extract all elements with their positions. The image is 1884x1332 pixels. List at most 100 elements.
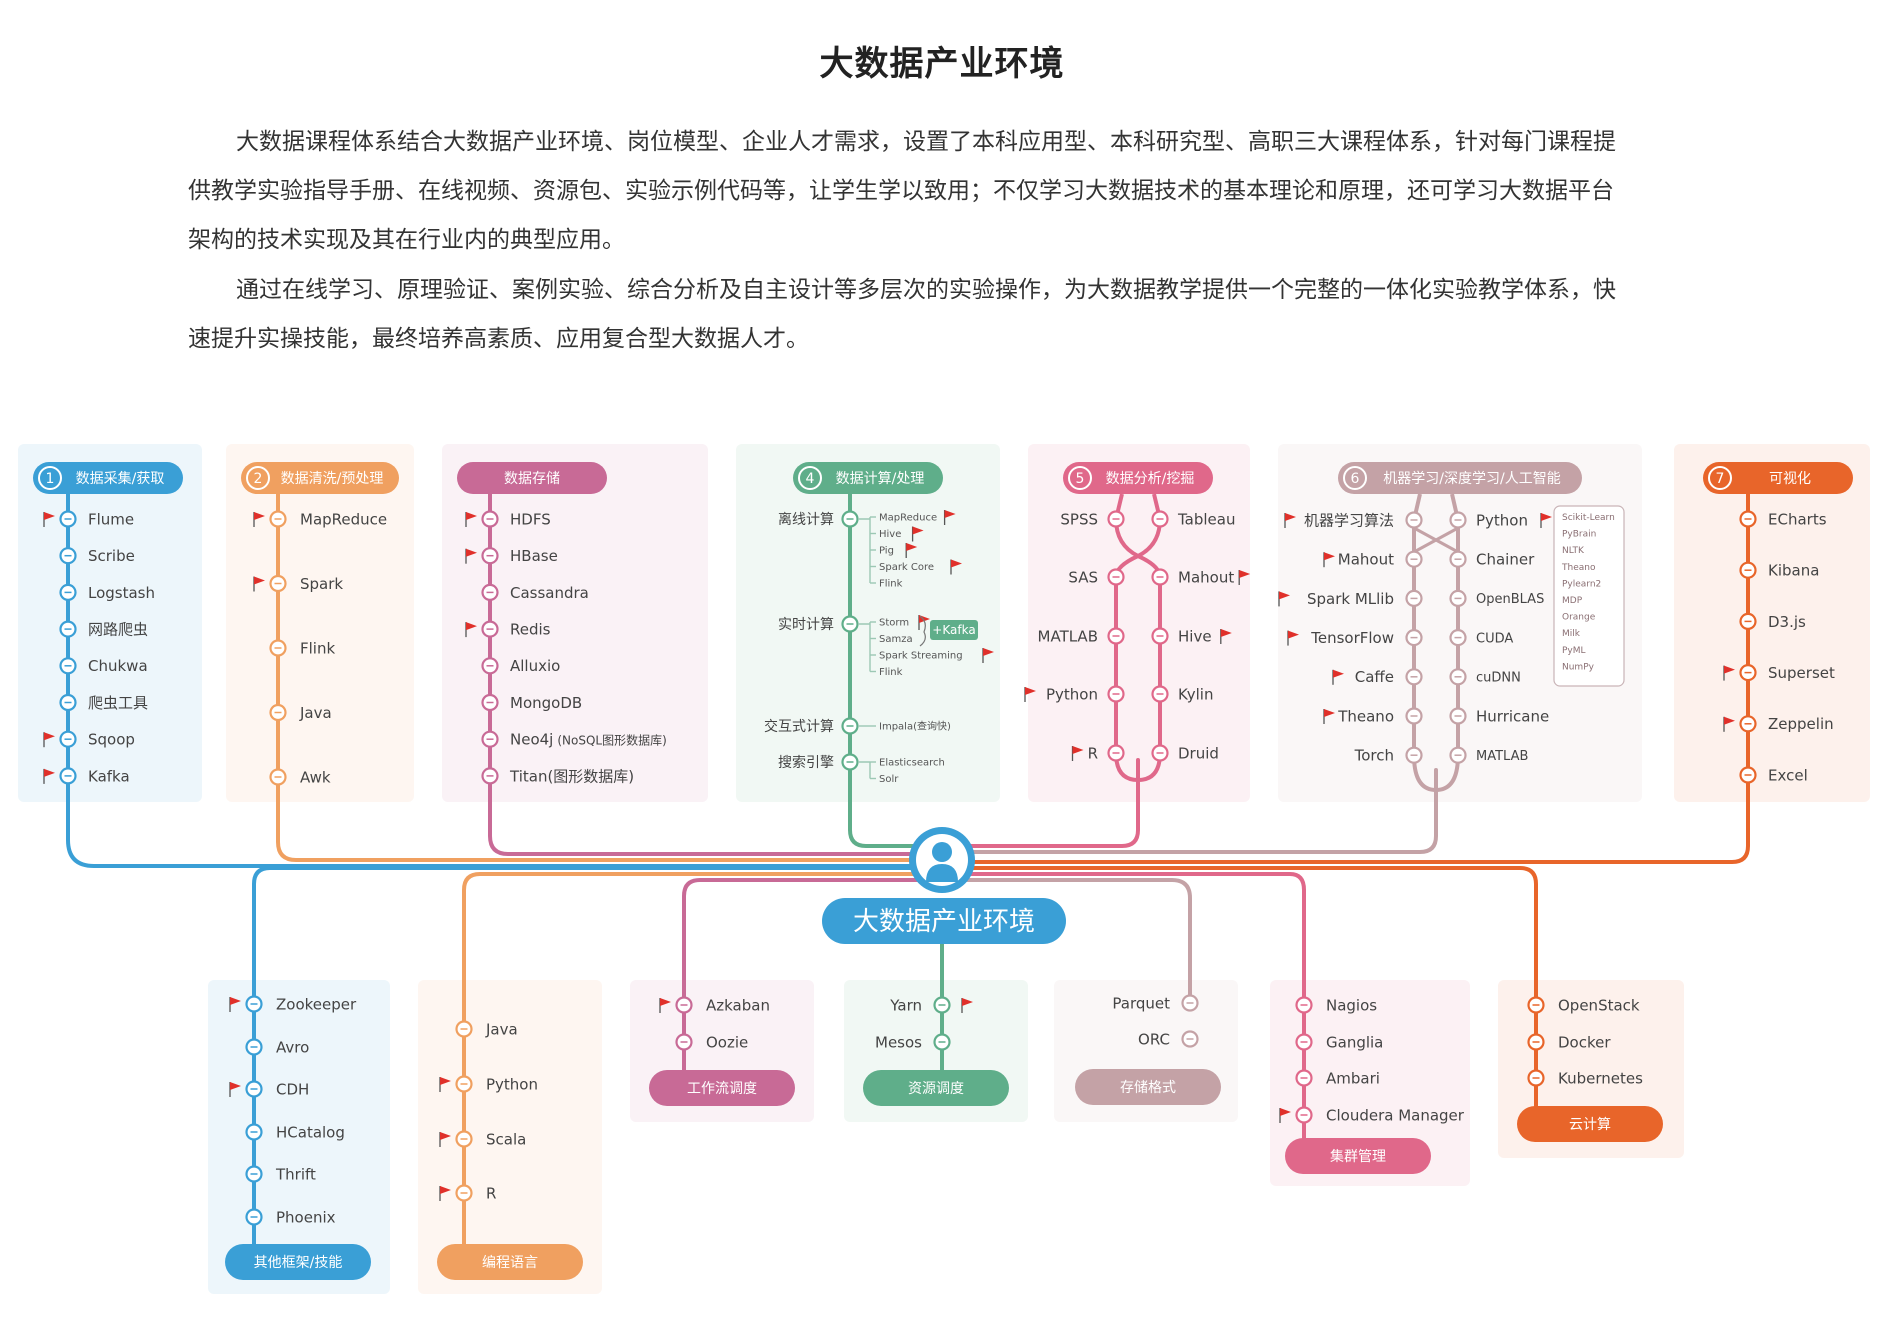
pill-bg: [1338, 462, 1582, 494]
python-lib-label: PyBrain: [1562, 530, 1596, 540]
item-label: Python: [1476, 511, 1528, 529]
flag-icon: [1540, 513, 1552, 528]
item-label: Docker: [1558, 1033, 1611, 1051]
kafka-badge: [930, 620, 978, 640]
group-title: 数据清洗/预处理: [281, 471, 384, 487]
item-label: Ambari: [1326, 1069, 1380, 1087]
connector-layer: [66, 518, 1750, 1252]
flag-icon: [950, 559, 962, 575]
item-label: Yarn: [889, 996, 922, 1014]
item-label: Python: [1046, 685, 1098, 703]
item-label: Theano: [1337, 707, 1394, 725]
item-label: R: [1088, 744, 1098, 762]
flag-icon: [1723, 665, 1735, 681]
flag-icon: [1238, 570, 1251, 585]
compute-item: MapReduce: [879, 513, 937, 524]
item-label: Torch: [1354, 747, 1394, 765]
connector-line: [66, 518, 924, 868]
item-label: Kafka: [88, 767, 130, 785]
item-label: Chainer: [1476, 551, 1535, 569]
group-title: 工作流调度: [687, 1081, 757, 1097]
item-label: Azkaban: [706, 996, 770, 1014]
number-badge: [798, 466, 822, 490]
item-label: Logstash: [88, 584, 155, 602]
pill-bg: [649, 1070, 795, 1106]
item-label: Mahout: [1338, 551, 1394, 569]
flag-icon: [961, 998, 973, 1013]
item-label: Caffe: [1355, 668, 1394, 686]
item-label: CUDA: [1476, 631, 1513, 646]
compute-item: Spark Core: [879, 562, 934, 573]
compute-item: Hive: [879, 529, 901, 540]
bottom-header-1: 其他框架/技能: [225, 1244, 371, 1280]
item-label: Nagios: [1326, 996, 1377, 1014]
number-text: 2: [254, 471, 263, 487]
connector-line: [252, 866, 924, 1252]
center-hub: 大数据产业环境: [822, 827, 1066, 944]
connector-line: [960, 872, 1306, 1150]
pill-bg: [225, 1244, 371, 1280]
item-label: SAS: [1068, 568, 1098, 586]
item-label: TensorFlow: [1310, 629, 1394, 647]
item-label: Alluxio: [510, 657, 560, 675]
flag-icon: [43, 768, 55, 784]
item-label: 机器学习算法: [1304, 511, 1394, 529]
group-title: 数据分析/挖掘: [1106, 471, 1195, 487]
hub-label: 大数据产业环境: [853, 907, 1035, 937]
flag-icon: [439, 1077, 451, 1092]
item-label: Zeppelin: [1768, 715, 1834, 733]
group-title: 其他框架/技能: [254, 1255, 343, 1271]
item-label: CDH: [276, 1080, 309, 1098]
flag-icon: [43, 732, 55, 748]
flag-icon: [982, 648, 994, 663]
item-label: Flink: [300, 639, 335, 657]
flag-icon: [253, 512, 265, 527]
flag-icon: [1287, 630, 1299, 646]
item-label: Druid: [1178, 744, 1219, 762]
python-lib-label: Theano: [1561, 563, 1596, 573]
item-label: Hurricane: [1476, 707, 1549, 725]
item-label: Spark MLlib: [1307, 590, 1394, 608]
bottom-header-5: 存储格式: [1075, 1069, 1221, 1105]
flag-icon: [43, 512, 55, 527]
item-label: 爬虫工具: [88, 694, 148, 712]
group-title: 云计算: [1569, 1117, 1611, 1133]
flag-icon: [439, 1132, 451, 1147]
group-header-5: 5 数据分析/挖掘: [1063, 462, 1213, 494]
item-label: Kubernetes: [1558, 1069, 1643, 1087]
number-text: 6: [1351, 471, 1360, 487]
top-panel-4: [736, 444, 1000, 802]
number-text: 5: [1076, 471, 1085, 487]
connector-line: [848, 794, 934, 848]
item-label: Mesos: [875, 1033, 922, 1051]
item-label: Excel: [1768, 766, 1808, 784]
item-label: Sqoop: [88, 731, 135, 749]
item-label: Oozie: [706, 1033, 748, 1051]
flag-icon: [1723, 716, 1735, 732]
hub-label-pill: [822, 898, 1066, 944]
flag-icon: [943, 510, 956, 525]
group-title: 数据采集/获取: [76, 470, 165, 487]
item-label: R: [486, 1184, 496, 1202]
number-text: 1: [46, 471, 55, 487]
item-label: Redis: [510, 621, 551, 639]
intro-paragraph-1: 大数据课程体系结合大数据产业环境、岗位模型、企业人才需求，设置了本科应用型、本科…: [188, 129, 1616, 253]
item-label: Cassandra: [510, 584, 589, 602]
subgroup-label: 搜索引擎: [778, 754, 834, 771]
pill-bg: [793, 462, 943, 494]
compute-item: Flink: [879, 667, 903, 678]
pill-bg: [863, 1070, 1009, 1106]
item-label: Cloudera Manager: [1326, 1106, 1465, 1124]
item-label: MapReduce: [300, 510, 387, 528]
connector-line: [488, 518, 924, 856]
number-badge: [246, 466, 270, 490]
python-lib-label: MDP: [1562, 596, 1583, 606]
item-label: Kibana: [1768, 562, 1819, 580]
flag-icon: [253, 576, 265, 592]
bottom-panel-6: [1270, 980, 1470, 1186]
